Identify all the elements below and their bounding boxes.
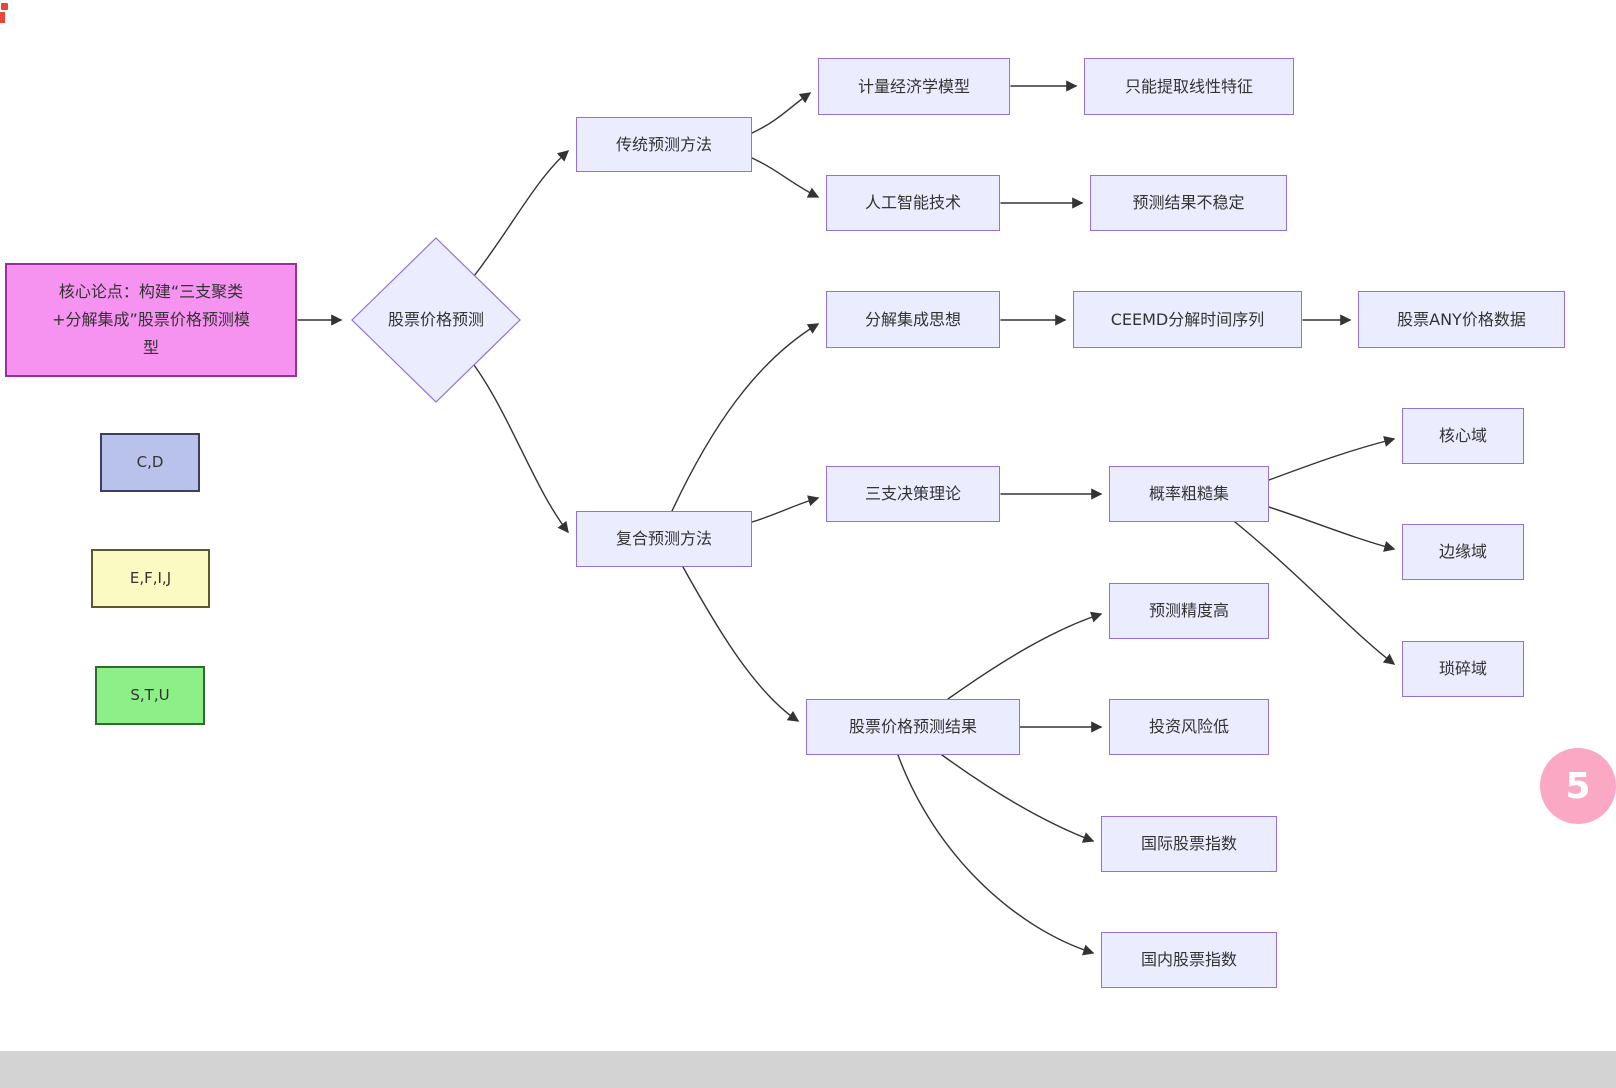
node-boundary-domain: 边缘域 <box>1402 524 1524 580</box>
legend-cd: C,D <box>100 433 200 492</box>
node-ai-technology: 人工智能技术 <box>826 175 1000 231</box>
node-unstable-results: 预测结果不稳定 <box>1090 175 1287 231</box>
node-trivial-domain: 琐碎域 <box>1402 641 1524 697</box>
node-linear-features-only: 只能提取线性特征 <box>1084 58 1294 115</box>
node-international-stock-index: 国际股票指数 <box>1101 816 1277 872</box>
edge-decision-to-traditional <box>473 150 570 277</box>
edge-result-to-domesticindex <box>897 754 1095 956</box>
node-core-thesis: 核心论点：构建“三支聚类 +分解集成”股票价格预测模 型 <box>5 263 297 377</box>
edge-roughset-to-boundarydomain <box>1268 506 1396 552</box>
edge-result-to-accuracy <box>947 611 1103 700</box>
node-prediction-results: 股票价格预测结果 <box>806 699 1020 755</box>
node-high-accuracy: 预测精度高 <box>1109 583 1269 639</box>
node-domestic-stock-index: 国内股票指数 <box>1101 932 1277 988</box>
edge-traditional-to-ai <box>751 157 820 198</box>
edge-composite-to-threeway <box>751 495 820 523</box>
node-core-domain: 核心域 <box>1402 408 1524 464</box>
node-ceemd-decompose: CEEMD分解时间序列 <box>1073 291 1302 348</box>
legend-efij: E,F,I,J <box>91 549 210 608</box>
edge-traditional-to-econometric <box>751 92 812 134</box>
corner-marker-dot <box>1 3 8 10</box>
bottom-bar <box>0 1051 1616 1088</box>
node-three-way-decision-theory: 三支决策理论 <box>826 466 1000 522</box>
watermark-badge[interactable]: 5 <box>1540 748 1616 824</box>
node-traditional-methods: 传统预测方法 <box>576 117 752 172</box>
node-low-investment-risk: 投资风险低 <box>1109 699 1269 755</box>
edge-result-to-intlindex <box>941 754 1095 843</box>
node-econometric-model: 计量经济学模型 <box>818 58 1010 115</box>
node-probabilistic-rough-set: 概率粗糙集 <box>1109 466 1269 522</box>
node-stock-any-price-data: 股票ANY价格数据 <box>1358 291 1565 348</box>
edge-decision-to-composite <box>473 364 569 534</box>
node-stock-price-prediction: 股票价格预测 <box>387 310 484 330</box>
node-decomposition-ensemble: 分解集成思想 <box>826 291 1000 348</box>
edge-composite-to-decomposition <box>671 323 820 512</box>
edge-composite-to-result <box>682 566 800 722</box>
edge-roughset-to-coredomain <box>1268 435 1396 481</box>
node-composite-method: 复合预测方法 <box>576 511 752 567</box>
corner-marker-dash <box>0 12 5 23</box>
legend-stu: S,T,U <box>95 666 205 725</box>
